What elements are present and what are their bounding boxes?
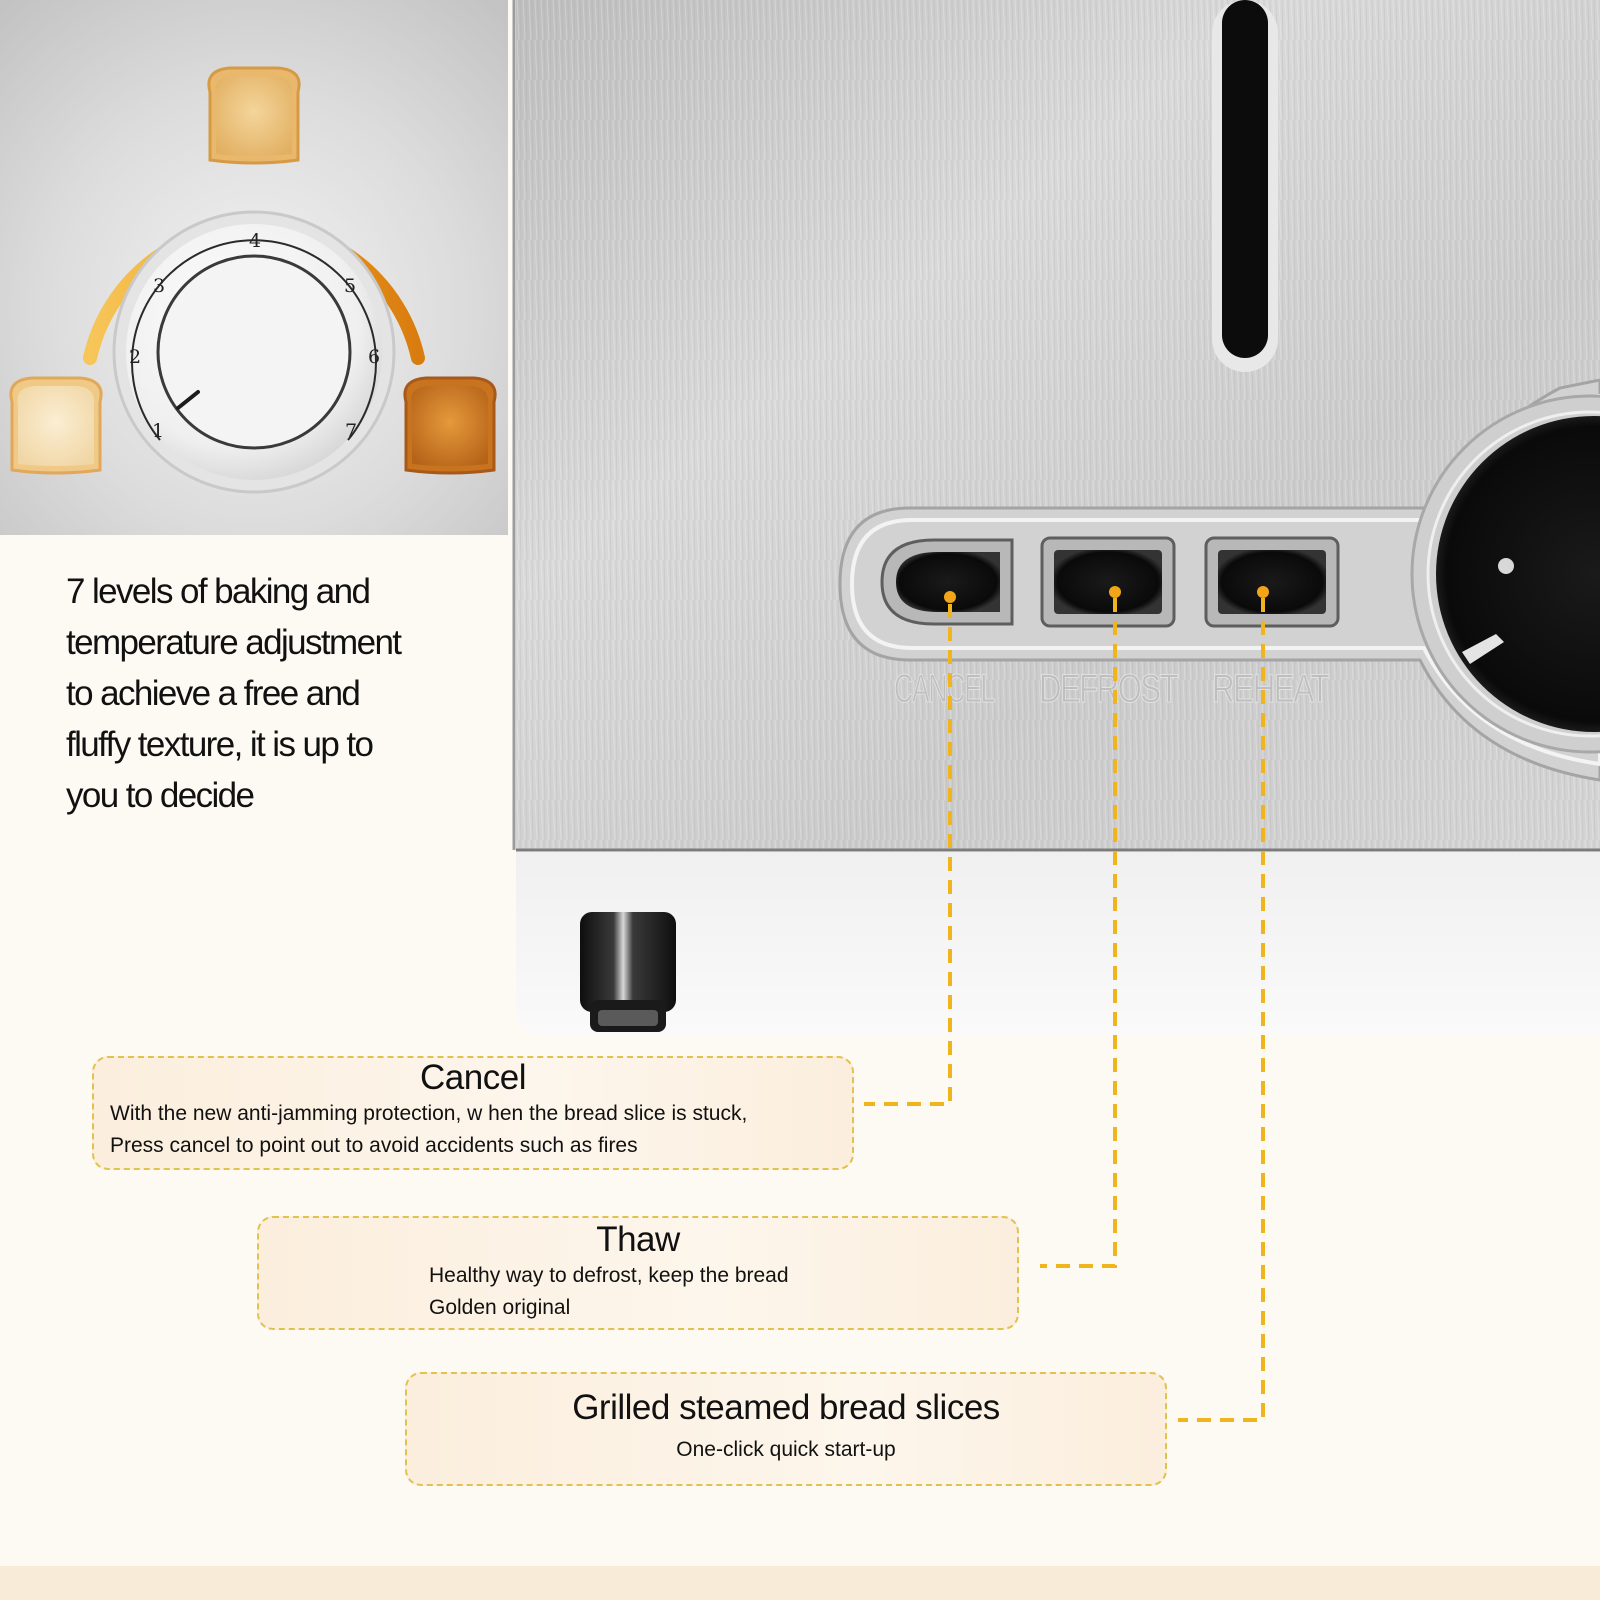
dial-panel: 1 2 3 4 5 6 7	[0, 0, 508, 535]
level-label: 7	[345, 420, 357, 442]
level-label: 2	[129, 346, 141, 368]
cancel-leader	[864, 604, 952, 1106]
callout-body: Healthy way to defrost, keep the bread G…	[429, 1260, 789, 1324]
toast-slice-dark	[403, 376, 497, 475]
button-label-defrost: DEFROST	[1039, 667, 1178, 711]
caption-line: fluffy texture, it is up to	[66, 725, 374, 764]
cancel-callout: Cancel With the new anti-jamming protect…	[92, 1056, 854, 1170]
caption-line: to achieve a free and	[66, 674, 361, 713]
level-label: 6	[368, 346, 380, 368]
browning-control-knob[interactable]	[1410, 394, 1600, 754]
callout-title: Cancel	[420, 1058, 526, 1097]
grill-callout: Grilled steamed bread slices One-click q…	[405, 1372, 1167, 1486]
caption-line: 7 levels of baking and	[66, 572, 371, 611]
level-label: 5	[344, 275, 356, 297]
reheat-button[interactable]	[1204, 536, 1340, 628]
knob-pointer	[176, 390, 200, 410]
dial-caption: 7 levels of baking and temperature adjus…	[66, 566, 466, 821]
defrost-button[interactable]	[1040, 536, 1176, 628]
callout-line: Healthy way to defrost, keep the bread	[429, 1264, 789, 1287]
button-label-reheat: REHEAT	[1212, 667, 1329, 711]
level-label: 3	[153, 275, 165, 297]
bottom-strip	[0, 1566, 1600, 1600]
toaster-foot	[580, 912, 676, 1032]
thaw-leader	[1040, 598, 1117, 1268]
grill-leader	[1178, 598, 1265, 1422]
level-label: 1	[152, 420, 164, 442]
caption-line: you to decide	[66, 776, 255, 815]
callout-title: Thaw	[596, 1220, 680, 1259]
callout-title: Grilled steamed bread slices	[572, 1388, 1000, 1427]
toast-slice-medium	[207, 66, 301, 165]
leader-lines	[864, 598, 1265, 1422]
toaster-body: CANCEL DEFROST REHEAT	[512, 0, 1600, 1036]
button-label-cancel: CANCEL	[894, 667, 995, 711]
level-label: 4	[249, 230, 261, 252]
callout-line: With the new anti-jamming protection, w …	[110, 1102, 748, 1125]
thaw-callout: Thaw Healthy way to defrost, keep the br…	[257, 1216, 1019, 1330]
toast-slice-light	[9, 376, 103, 475]
callout-subtitle: One-click quick start-up	[676, 1438, 896, 1461]
callout-line: Press cancel to point out to avoid accid…	[110, 1134, 638, 1157]
bread-slot	[1222, 0, 1268, 358]
callout-line: Golden original	[429, 1296, 571, 1319]
caption-line: temperature adjustment	[66, 623, 402, 662]
cancel-button[interactable]	[880, 538, 1014, 626]
browning-knob	[156, 254, 352, 450]
callout-body: With the new anti-jamming protection, w …	[110, 1098, 747, 1162]
